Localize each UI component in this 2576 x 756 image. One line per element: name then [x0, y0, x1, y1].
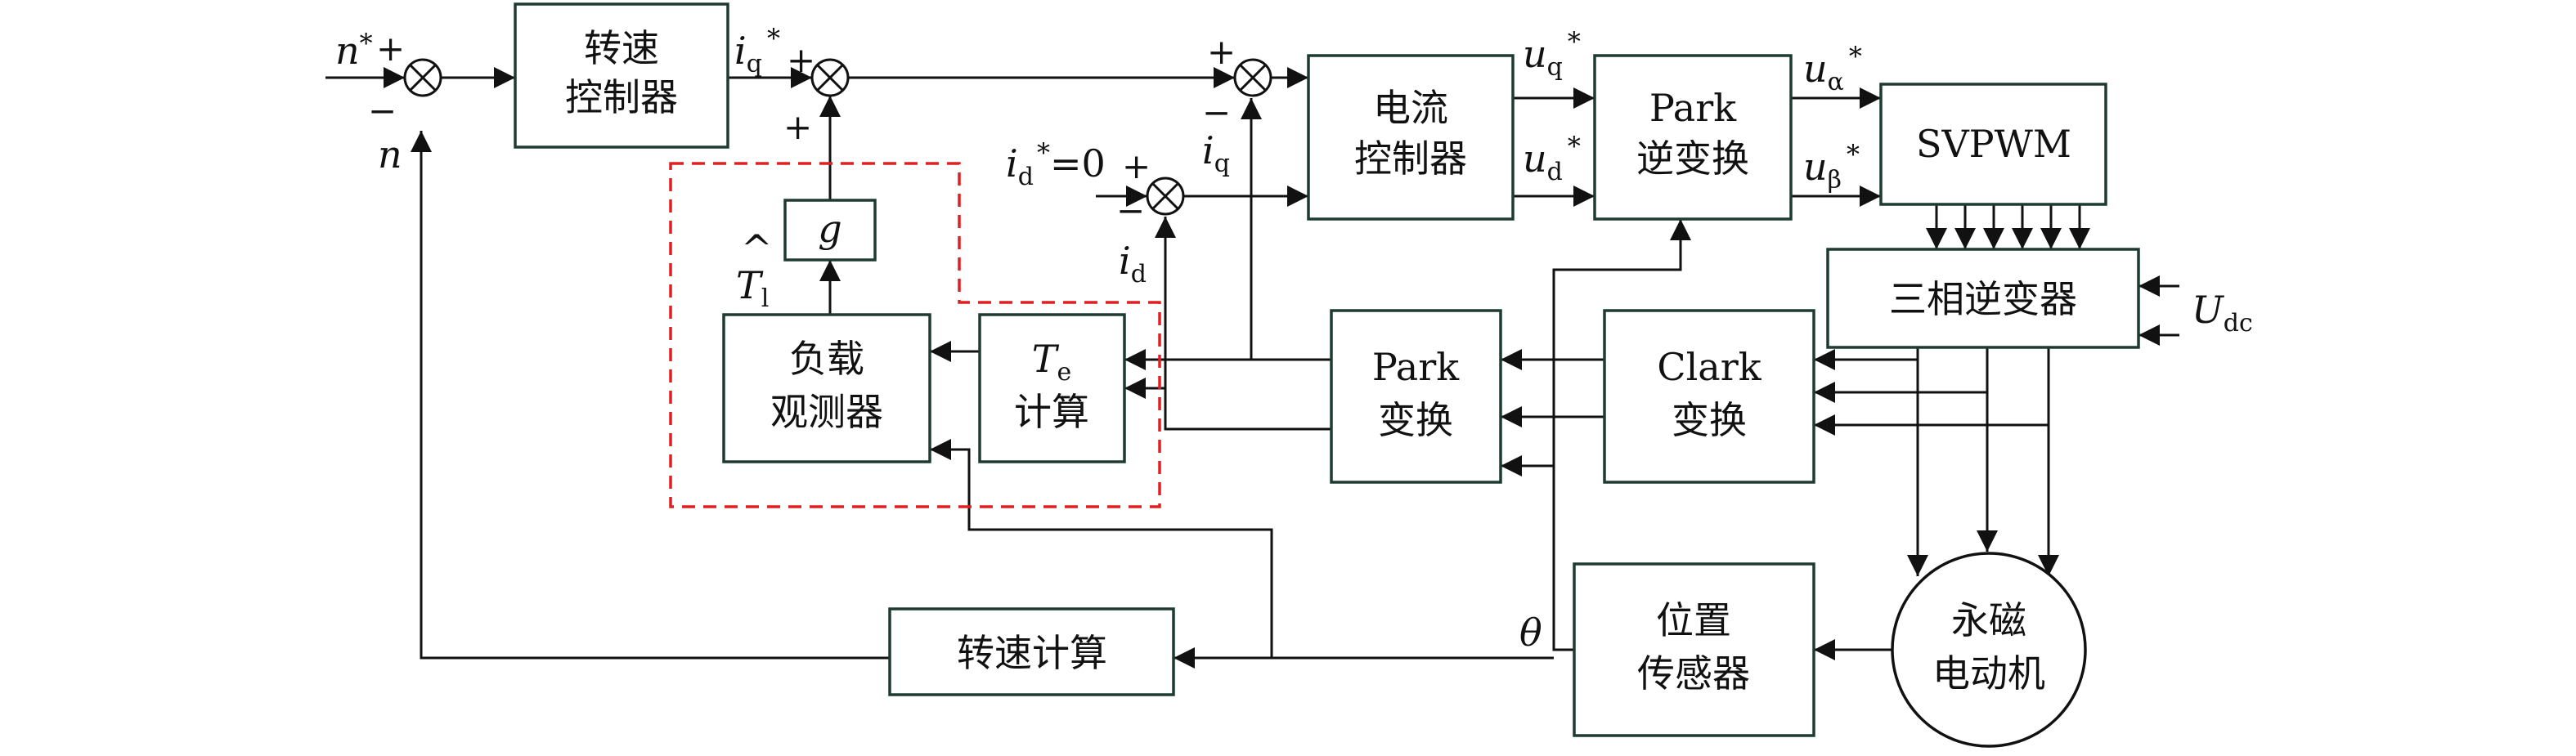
svg-text:传感器: 传感器	[1637, 651, 1750, 696]
svg-text:Park: Park	[1372, 345, 1460, 389]
label-n-ref: n* + −	[335, 28, 405, 131]
svg-text:负载: 负载	[789, 337, 864, 381]
inverse-park-block: Park 逆变换	[1593, 54, 1793, 221]
svg-text:uβ*: uβ*	[1803, 139, 1860, 195]
svg-text:id*=0: id*=0	[1006, 137, 1106, 191]
svg-text:+: +	[376, 29, 405, 69]
svg-text:Park: Park	[1649, 86, 1737, 130]
svg-text:位置: 位置	[1656, 598, 1731, 642]
svg-text:−: −	[368, 91, 397, 131]
sum-junction-iq	[1233, 58, 1272, 97]
label-iq-ref: iq*	[734, 23, 780, 78]
current-controller-block: 电流 控制器	[1307, 54, 1515, 221]
speed-controller-block: 转速 控制器	[514, 2, 729, 149]
label-ualpha-ref: uα*	[1803, 41, 1862, 96]
pmsm-motor: 永磁 电动机	[1891, 552, 2087, 748]
sum-junction-speed	[403, 58, 442, 97]
sum3-minus: −	[1202, 92, 1231, 132]
sum4-plus: +	[1122, 146, 1151, 186]
sum2-plus-left: +	[787, 40, 815, 80]
label-tl-hat: Tl ^	[736, 226, 773, 313]
sum-junction-torque	[810, 58, 850, 97]
sum4-minus: −	[1116, 190, 1145, 230]
gain-block: g	[783, 199, 877, 262]
svg-text:计算: 计算	[1014, 390, 1089, 434]
svg-text:控制器: 控制器	[565, 75, 678, 119]
svg-text:Te: Te	[1032, 337, 1071, 387]
svg-text:Tl: Tl	[736, 263, 769, 313]
svg-text:Udc: Udc	[2192, 288, 2253, 338]
sum2-plus-bottom: +	[783, 107, 812, 147]
svg-text:永磁: 永磁	[1951, 598, 2026, 642]
svg-text:控制器: 控制器	[1354, 136, 1467, 181]
park-block: Park 变换	[1330, 309, 1502, 484]
svg-text:电动机: 电动机	[1932, 651, 2045, 696]
speed-calc-block: 转速计算	[888, 607, 1175, 696]
svg-text:uq*: uq*	[1523, 26, 1581, 82]
svg-text:转速: 转速	[584, 26, 659, 70]
label-ud-ref: ud*	[1523, 131, 1581, 186]
svg-text:变换: 变换	[1672, 398, 1747, 442]
load-observer-block: 负载 观测器	[722, 313, 931, 463]
svg-text:id: id	[1119, 239, 1147, 289]
svpwm-block: SVPWM	[1879, 83, 2107, 206]
svg-text:电流: 电流	[1373, 86, 1448, 130]
svg-text:变换: 变换	[1378, 398, 1453, 442]
label-theta: θ	[1519, 611, 1542, 655]
svg-text:观测器: 观测器	[770, 390, 883, 434]
sum3-plus: +	[1207, 32, 1236, 72]
label-ubeta-ref: uβ*	[1803, 139, 1860, 195]
position-sensor-block: 位置 传感器	[1573, 562, 1815, 737]
label-id-ref: id*=0	[1006, 137, 1106, 191]
svg-text:三相逆变器: 三相逆变器	[1889, 277, 2077, 321]
svg-text:转速计算: 转速计算	[957, 631, 1107, 675]
svg-text:SVPWM: SVPWM	[1916, 122, 2071, 166]
label-udc: Udc	[2192, 288, 2253, 338]
svg-text:n*: n*	[335, 28, 373, 73]
svg-text:iq*: iq*	[734, 23, 780, 78]
sum-junction-id	[1146, 177, 1185, 216]
svg-text:iq: iq	[1202, 128, 1230, 178]
label-uq-ref: uq*	[1523, 26, 1581, 82]
clark-block: Clark 变换	[1603, 309, 1815, 484]
label-n-feedback: n	[378, 132, 402, 177]
svg-text:ud*: ud*	[1523, 131, 1581, 186]
svg-text:逆变换: 逆变换	[1636, 136, 1749, 181]
te-calc-block: Te 计算	[978, 313, 1126, 463]
observer-dashed-region	[669, 162, 1161, 508]
label-id: id	[1119, 239, 1147, 289]
svg-text:g: g	[818, 207, 841, 251]
svg-text:^: ^	[741, 226, 773, 271]
label-iq: iq	[1202, 128, 1230, 178]
svg-text:uα*: uα*	[1803, 41, 1862, 96]
inverter-block: 三相逆变器	[1826, 248, 2140, 349]
svg-text:Clark: Clark	[1657, 345, 1761, 389]
